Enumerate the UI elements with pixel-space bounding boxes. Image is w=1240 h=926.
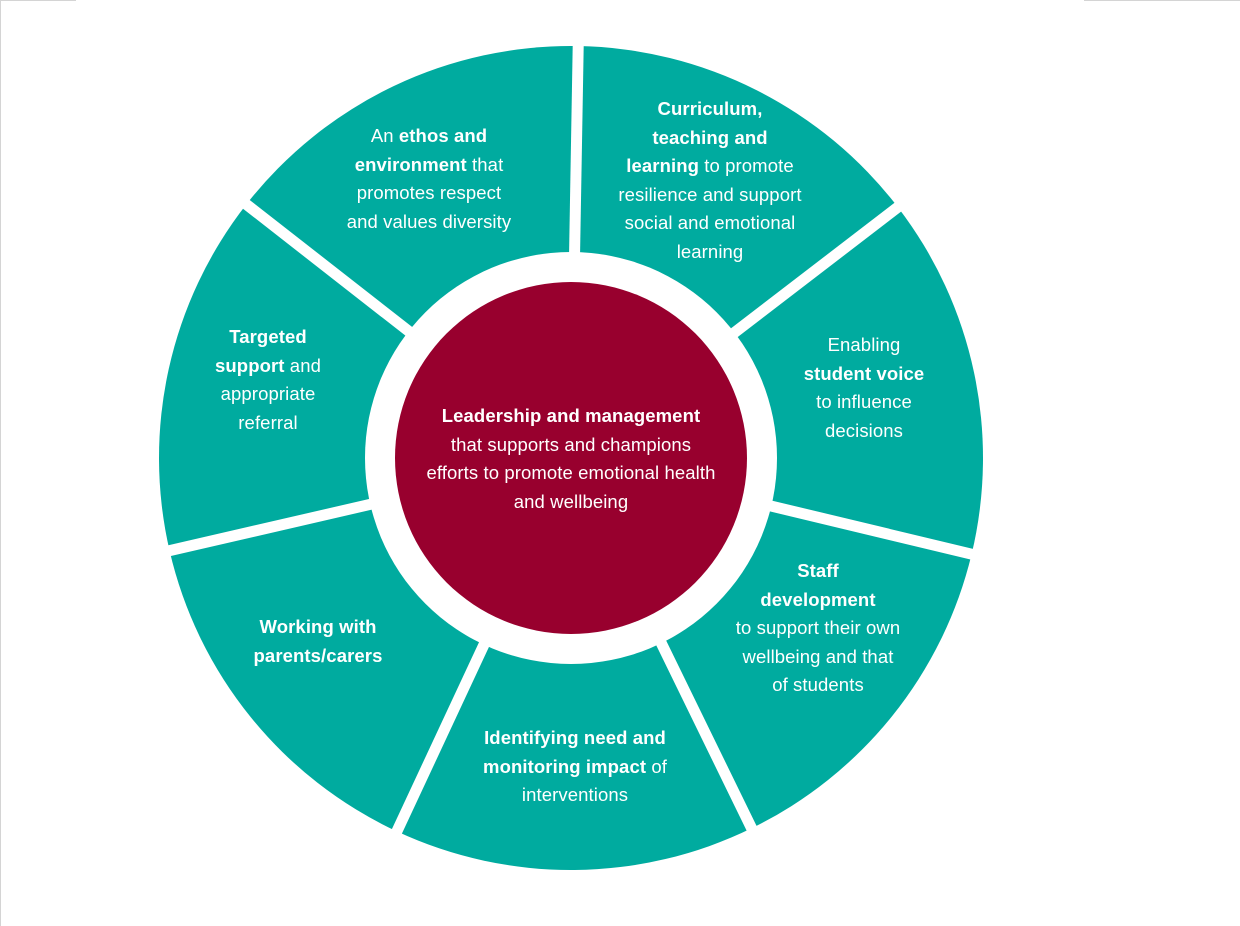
- segment-ethos-text: and values diversity: [346, 210, 512, 232]
- center-label-bold-text: Leadership and management: [441, 405, 701, 426]
- segment-targeted-support-line: Targeted: [183, 323, 353, 352]
- segment-curriculum-line: learning: [597, 238, 823, 267]
- segment-targeted-support-text: and: [284, 354, 321, 376]
- segment-curriculum-bold-text: teaching and: [652, 126, 768, 148]
- segment-curriculum-line: teaching and: [597, 124, 823, 153]
- segment-staff-development-bold-text: development: [760, 588, 876, 610]
- segment-staff-development-line: Staff: [706, 557, 930, 586]
- segment-identifying-need-line: Identifying need and: [455, 724, 695, 753]
- segment-curriculum-line: resilience and support: [597, 181, 823, 210]
- segment-ethos-text: that: [466, 153, 504, 175]
- segment-staff-development-line: wellbeing and that: [706, 643, 930, 672]
- segment-student-voice-bold-text: student voice: [803, 362, 925, 384]
- segment-label-curriculum: Curriculum, teaching and learning to promo…: [597, 95, 823, 266]
- segment-targeted-support-bold-text: Targeted: [229, 326, 307, 347]
- segment-student-voice-line: decisions: [764, 417, 964, 446]
- segment-targeted-support-line: referral: [183, 409, 353, 438]
- center-label-text: efforts to promote emotional health: [426, 462, 716, 483]
- segment-ethos-text: promotes respect: [356, 182, 502, 203]
- segment-ethos-bold-text: environment: [354, 153, 467, 175]
- segment-staff-development-text: to support their own: [735, 617, 901, 638]
- segment-staff-development-line: to support their own: [706, 614, 930, 643]
- segment-curriculum-bold-text: Curriculum,: [657, 98, 763, 119]
- segment-parents-carers-bold-text: parents/carers: [253, 644, 383, 666]
- segment-ethos-line: promotes respect: [316, 179, 542, 208]
- segment-curriculum-text: social and emotional: [624, 212, 796, 233]
- segment-student-voice-line: to influence: [764, 388, 964, 417]
- segment-staff-development-bold-text: Staff: [797, 560, 839, 581]
- segment-identifying-need-bold-text: Identifying need and: [484, 727, 666, 748]
- segment-label-staff-development: Staff development to support their own well…: [706, 557, 930, 700]
- segment-ethos-bold-text: ethos and: [398, 125, 488, 146]
- segment-student-voice-text: to influence: [816, 391, 912, 412]
- frame-border-left: [0, 0, 1, 926]
- segment-label-parents-carers: Working with parents/carers: [228, 613, 408, 670]
- segment-ethos-line: and values diversity: [316, 208, 542, 237]
- segment-targeted-support-text: referral: [238, 411, 298, 433]
- segment-staff-development-line: development: [706, 586, 930, 615]
- segment-identifying-need-text: of: [646, 755, 667, 777]
- center-label-line: Leadership and management: [400, 402, 742, 431]
- segment-staff-development-line: of students: [706, 671, 930, 700]
- center-label-line: efforts to promote emotional health: [400, 459, 742, 488]
- segment-student-voice-text: Enabling: [827, 334, 901, 355]
- segment-student-voice-text: decisions: [824, 419, 904, 441]
- center-label-line: and wellbeing: [400, 488, 742, 517]
- segment-targeted-support-text: appropriate: [220, 383, 316, 404]
- segment-curriculum-bold-text: learning: [626, 155, 700, 176]
- segment-curriculum-text: learning: [676, 240, 744, 262]
- segment-ethos-line: An ethos and: [316, 122, 542, 151]
- segment-targeted-support-bold-text: support: [215, 354, 285, 376]
- center-label-text: and wellbeing: [513, 490, 629, 512]
- segment-identifying-need-line: monitoring impact of: [455, 753, 695, 782]
- segment-parents-carers-line: Working with: [228, 613, 408, 642]
- center-label: Leadership and management that supports a…: [400, 402, 742, 516]
- frame-border-top-left: [0, 0, 76, 1]
- segment-parents-carers-bold-text: Working with: [259, 616, 377, 637]
- segment-curriculum-text: to promote: [699, 155, 794, 176]
- segment-identifying-need-line: interventions: [455, 781, 695, 810]
- segment-ethos-line: environment that: [316, 151, 542, 180]
- segment-student-voice-line: student voice: [764, 360, 964, 389]
- segment-targeted-support-line: appropriate: [183, 380, 353, 409]
- segment-identifying-need-bold-text: monitoring impact: [483, 755, 647, 777]
- center-label-line: that supports and champions: [400, 431, 742, 460]
- segment-staff-development: [396, 458, 752, 870]
- segment-curriculum-line: Curriculum,: [597, 95, 823, 124]
- frame-border-top-right: [1084, 0, 1240, 1]
- segment-staff-development-text: of students: [772, 674, 864, 695]
- segment-label-student-voice: Enabling student voice to influence decisio…: [764, 331, 964, 445]
- segment-label-identifying-need: Identifying need and monitoring impact of…: [455, 724, 695, 810]
- center-circle: [395, 282, 747, 634]
- segment-curriculum-text: resilience and support: [618, 183, 802, 205]
- segment-targeted-support-line: support and: [183, 352, 353, 381]
- segment-curriculum-line: social and emotional: [597, 209, 823, 238]
- segment-staff-development-text: wellbeing and that: [742, 645, 894, 667]
- center-label-text: that supports and champions: [450, 433, 692, 455]
- segment-student-voice-line: Enabling: [764, 331, 964, 360]
- segment-identifying-need-text: interventions: [521, 784, 629, 805]
- segment-parents-carers-line: parents/carers: [228, 642, 408, 671]
- segment-curriculum-line: learning to promote: [597, 152, 823, 181]
- segment-ethos-text: An: [370, 125, 399, 146]
